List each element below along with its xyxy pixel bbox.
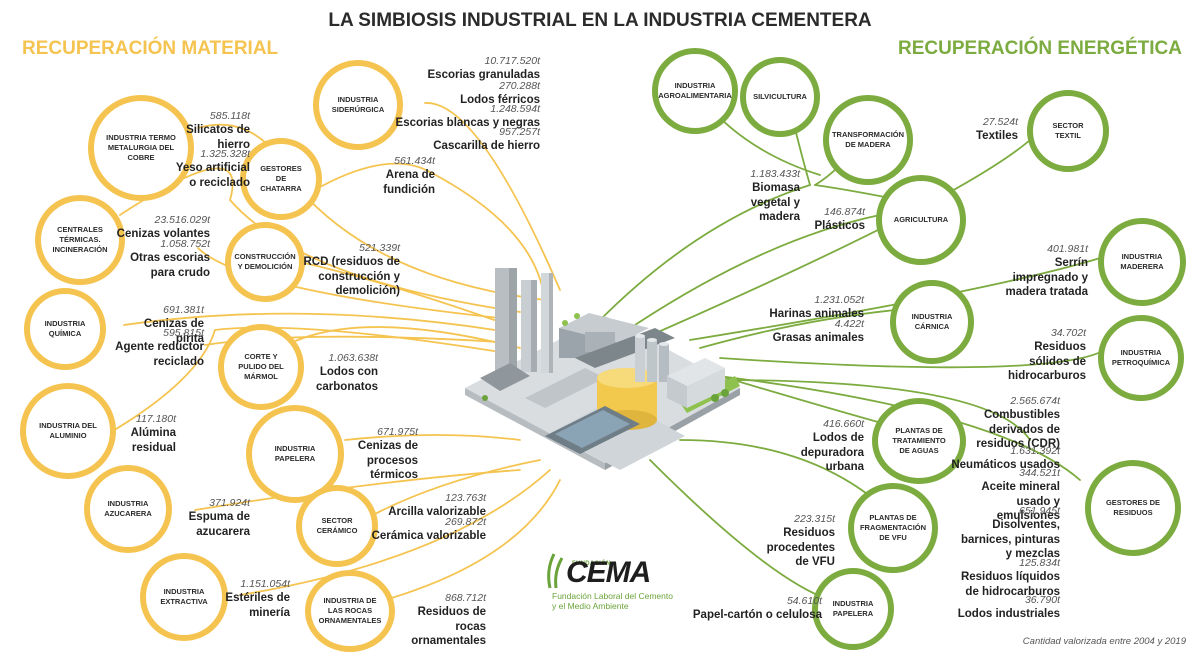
- node-gestores-residuos: GESTORES DE RESIDUOS: [1085, 460, 1181, 556]
- node-transformacion-madera: TRANSFORMACIÓN DE MADERA: [823, 95, 913, 185]
- logo-name: CEMA: [566, 556, 651, 589]
- section-title-energetica: RECUPERACIÓN ENERGÉTICA: [898, 38, 1182, 59]
- node-industria-siderurgica: INDUSTRIA SIDERÚRGICA: [313, 60, 403, 150]
- node-corte-pulido-marmol: CORTE Y PULIDO DEL MÁRMOL: [218, 324, 304, 410]
- node-construccion-demolicion: CONSTRUCCIÓN Y DEMOLICIÓN: [225, 222, 305, 302]
- node-industria-papelera-energetica: INDUSTRIA PAPELERA: [812, 568, 894, 650]
- node-gestores-chatarra: GESTORES DE CHATARRA: [240, 138, 322, 220]
- section-title-material: RECUPERACIÓN MATERIAL: [22, 38, 279, 59]
- node-industria-extractiva: INDUSTRIA EXTRACTIVA: [140, 553, 228, 641]
- node-industria-maderera: INDUSTRIA MADERERA: [1098, 218, 1186, 306]
- node-termometalurgia-cobre: INDUSTRIA TERMO METALURGIA DEL COBRE: [88, 95, 194, 201]
- node-rocas-ornamentales: INDUSTRIA DE LAS ROCAS ORNAMENTALES: [305, 570, 395, 652]
- node-industria-petroquimica: INDUSTRIA PETROQUÍMICA: [1098, 315, 1184, 401]
- node-sector-ceramico: SECTOR CERÁMICO: [296, 485, 378, 567]
- leaf-mark-icon: [547, 553, 564, 589]
- logo-tagline-line1: Fundación Laboral del Cemento: [552, 591, 673, 601]
- logo-superscript: FUNDACIÓN: [572, 561, 611, 567]
- node-silvicultura: SILVICULTURA: [740, 57, 820, 137]
- page-title: LA SIMBIOSIS INDUSTRIAL EN LA INDUSTRIA …: [328, 10, 872, 31]
- node-industria-azucarera: INDUSTRIA AZUCARERA: [84, 465, 172, 553]
- node-industria-quimica: INDUSTRIA QUÍMICA: [24, 288, 106, 370]
- node-centrales-termicas: CENTRALES TÉRMICAS. INCINERACIÓN: [35, 195, 125, 285]
- node-industria-aluminio: INDUSTRIA DEL ALUMINIO: [20, 383, 116, 479]
- logo-tagline-line2: y el Medio Ambiente: [552, 601, 629, 611]
- footnote: Cantidad valorizada entre 2004 y 2019: [1022, 636, 1186, 647]
- node-plantas-tratamiento-aguas: PLANTAS DE TRATAMIENTO DE AGUAS: [872, 398, 966, 484]
- node-sector-textil: SECTOR TEXTIL: [1027, 90, 1109, 172]
- node-agricultura: AGRICULTURA: [876, 175, 966, 265]
- node-industria-carnica: INDUSTRIA CÁRNICA: [890, 280, 974, 364]
- node-agroalimentaria: INDUSTRIA AGROALIMENTARIA: [652, 48, 738, 134]
- node-plantas-fragmentacion-vfu: PLANTAS DE FRAGMENTACIÓN DE VFU: [848, 483, 938, 573]
- cement-plant-illustration: [465, 268, 740, 470]
